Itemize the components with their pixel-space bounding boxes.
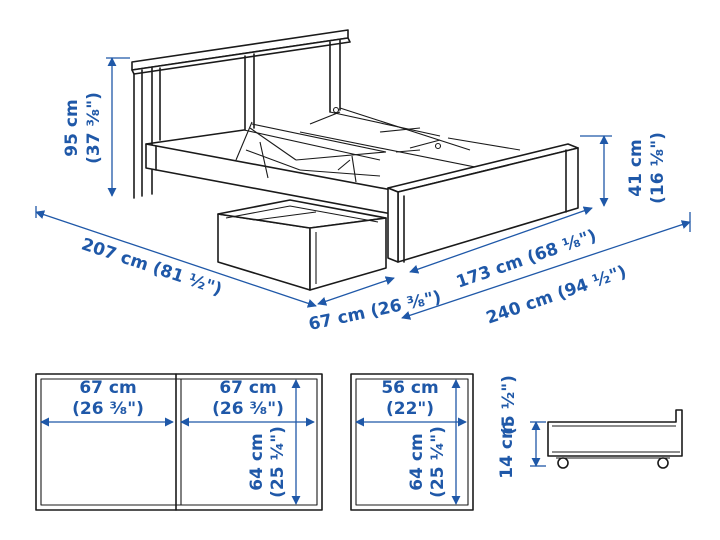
top-view-1-right-in: (26 ³⁄₈") [212,399,284,419]
top-view-1-left-cm: 67 cm [79,378,136,398]
drawer-wheel-right [657,457,669,469]
top-view-2-depth-in: (25 ¹⁄₄") [428,426,448,498]
dimension-headboard-height: 95 cm (37 ³⁄₈") [62,57,130,197]
dimension-footboard-height: 41 cm (16 ¹⁄₈") [580,132,668,207]
top-view-1-right-cm: 67 cm [219,378,276,398]
footboard-height-cm: 41 cm [626,139,646,196]
top-view-2-width-in: (22") [386,399,434,419]
top-view-2-depth-cm: 64 cm [407,433,427,490]
headboard [131,29,351,199]
top-view-1-depth-cm: 64 cm [247,433,267,490]
headboard-height-cm: 95 cm [62,99,82,156]
side-view-height-in: (5 ¹⁄₂") [499,375,519,435]
top-view-1-left-in: (26 ³⁄₈") [72,399,144,419]
drawer-top-view-1: 67 cm (26 ³⁄₈") 67 cm (26 ³⁄₈") 64 cm (2… [35,373,323,511]
drawer-illustration [217,199,387,291]
top-view-1-depth-in: (25 ¹⁄₄") [268,426,288,498]
top-view-2-width-cm: 56 cm [381,378,438,398]
drawer-wheel-left [557,457,569,469]
side-view-height-cm: 14 cm [497,421,517,478]
drawer-depth-label: 67 cm (26 ³⁄₈") [307,287,443,335]
bed-illustration [131,29,579,291]
drawer-top-view-2: 56 cm (22") 64 cm (25 ¹⁄₄") [350,373,474,511]
dimension-drawer-depth: 67 cm (26 ³⁄₈") [307,276,443,335]
headboard-height-in: (37 ³⁄₈") [84,92,104,164]
drawer-side-view: 14 cm (5 ¹⁄₂") [497,375,683,479]
footboard-height-in: (16 ¹⁄₈") [648,132,668,204]
